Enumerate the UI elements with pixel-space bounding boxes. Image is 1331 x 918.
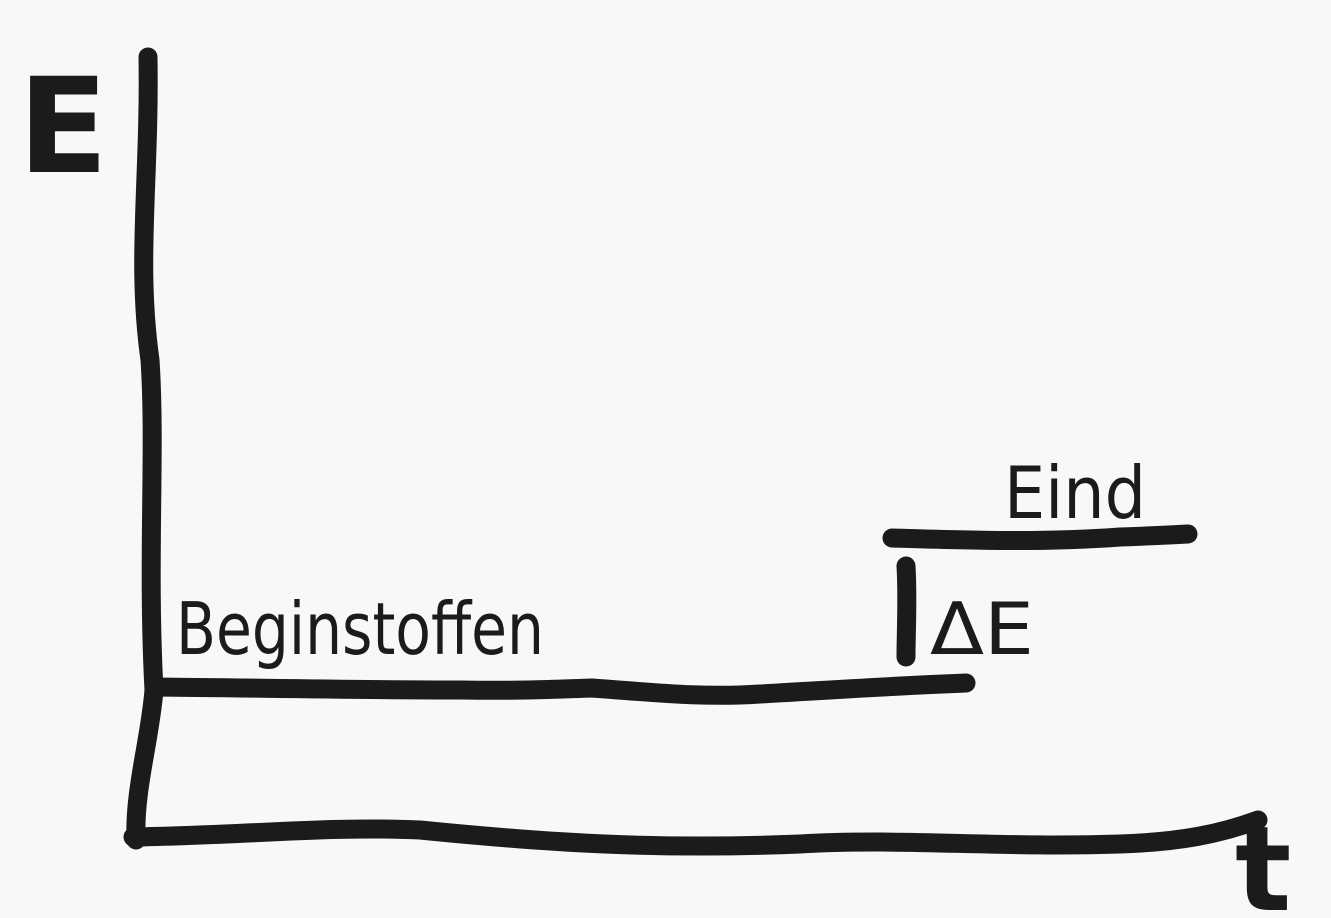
delta-e-marker [896,556,917,667]
end-energy-level [882,524,1198,551]
y-axis-label: E [18,50,108,204]
x-axis [123,810,1268,856]
y-axis [126,47,164,850]
end-level-label: Eind [1004,451,1146,535]
start-energy-level [146,673,976,705]
delta-e-label: ΔE [930,587,1034,671]
x-axis-label: t [1235,800,1291,918]
start-level-label: Beginstoffen [176,587,544,671]
